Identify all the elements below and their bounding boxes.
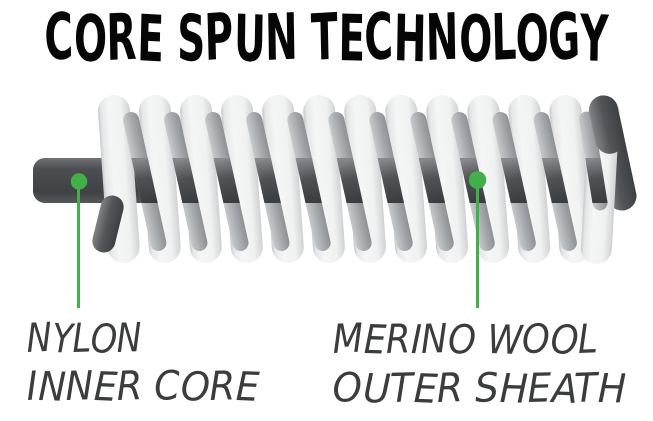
- label-merino-wool: MERINO WOOL: [331, 316, 598, 364]
- callout-sheath-marker: [468, 171, 487, 308]
- label-outer-sheath: OUTER SHEATH: [331, 365, 626, 413]
- callout-sheath-dot: [468, 171, 487, 189]
- callout-core-dot: [70, 173, 88, 190]
- callout-core-marker: [70, 173, 88, 308]
- page-title: CORE SPUN TECHNOLOGY: [42, 1, 609, 77]
- label-nylon: NYLON: [25, 315, 142, 363]
- coil-end-stub: [92, 195, 124, 253]
- coil-end-cap: [589, 95, 625, 154]
- label-inner-core: INNER CORE: [25, 363, 260, 411]
